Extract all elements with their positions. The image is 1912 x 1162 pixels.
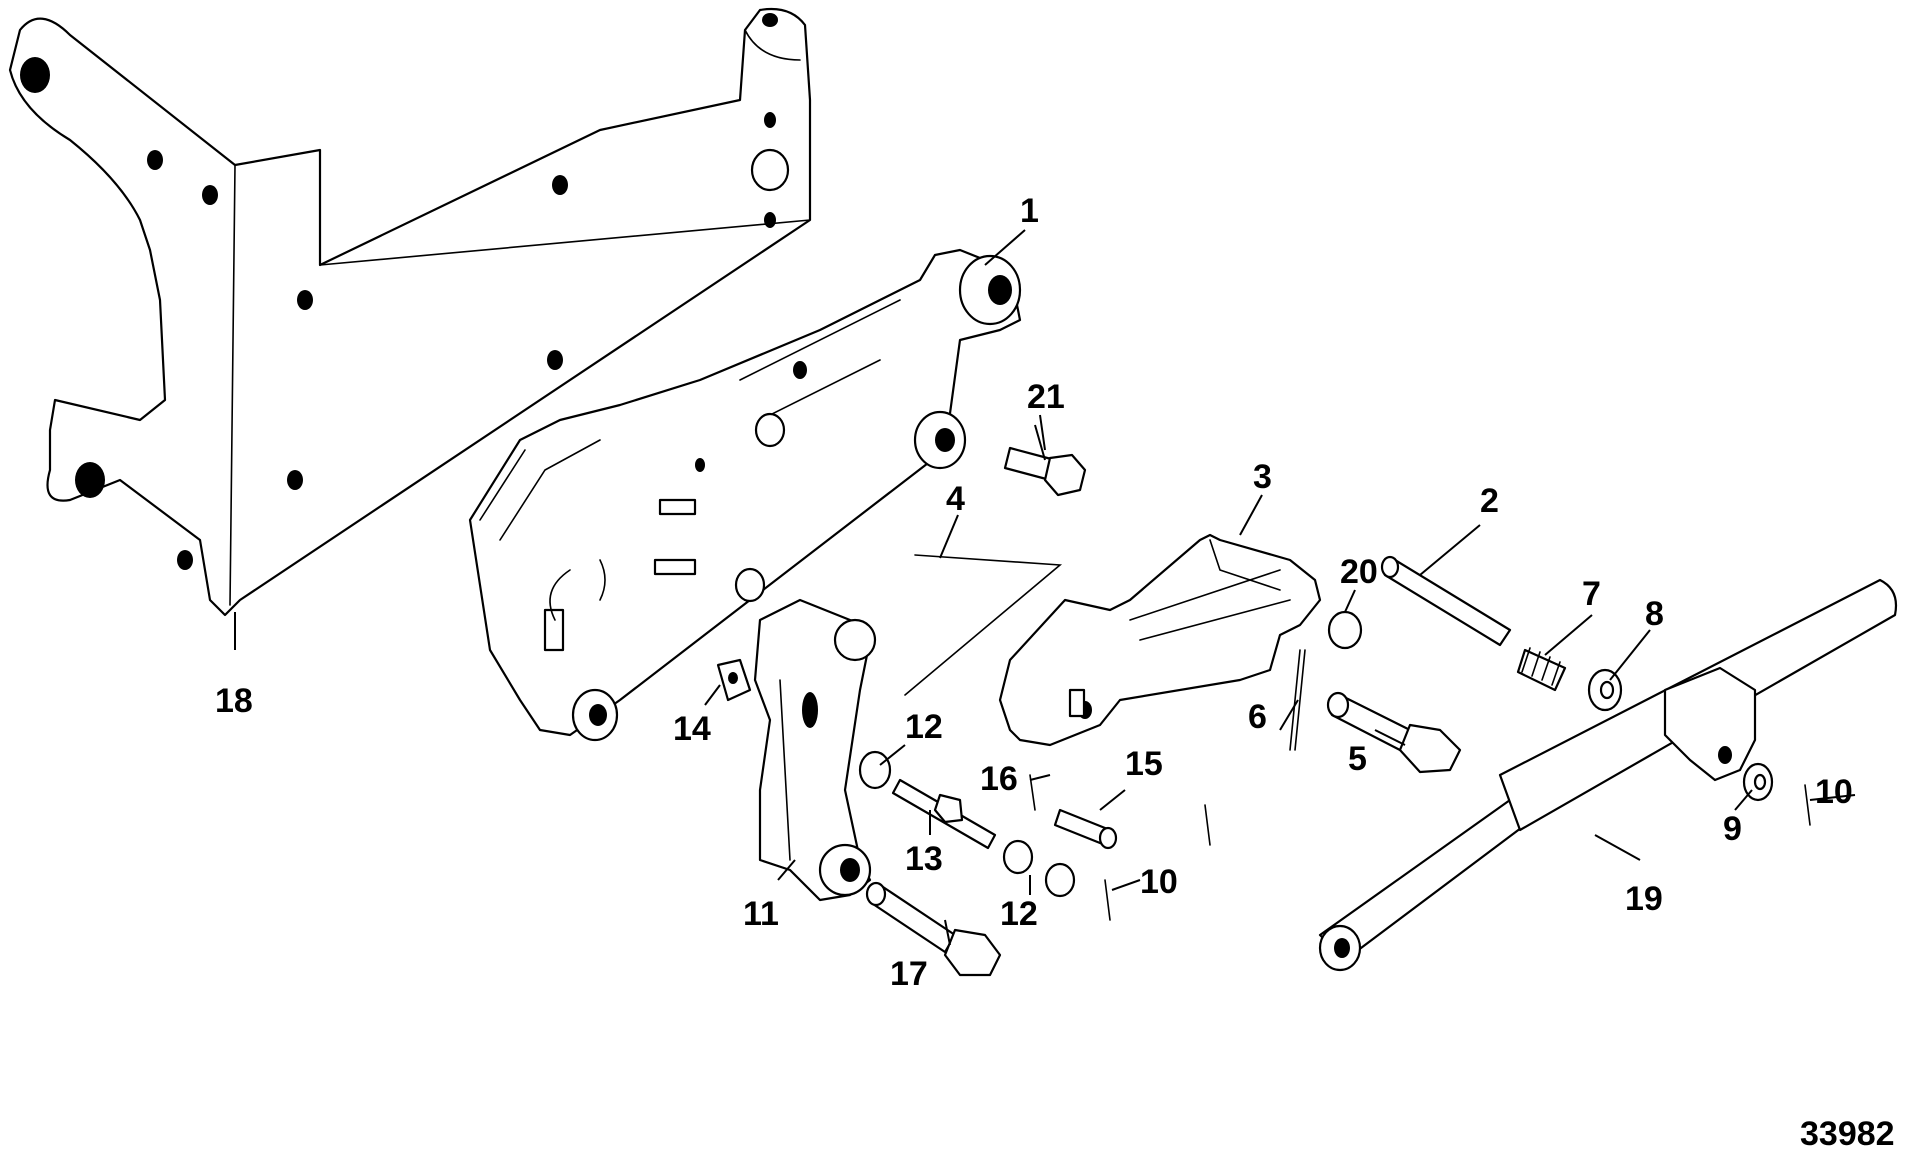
part-2-shaft	[1380, 555, 1512, 647]
part-6-cotter-pin	[1289, 649, 1306, 751]
callout-4: 4	[946, 480, 965, 518]
callout-1: 1	[1020, 192, 1039, 230]
part-12-washer-lower	[1002, 839, 1076, 898]
callout-11: 11	[743, 895, 779, 933]
callout-19: 19	[1625, 880, 1663, 918]
callout-13: 13	[905, 840, 943, 878]
callout-5: 5	[1348, 740, 1367, 778]
figure-number: 33982	[1800, 1115, 1895, 1153]
callout-8: 8	[1645, 595, 1664, 633]
callout-12-lower: 12	[1000, 895, 1038, 933]
callout-6: 6	[1248, 698, 1267, 736]
callout-14: 14	[673, 710, 711, 748]
part-10-cotter-pin-c	[1804, 784, 1811, 826]
callout-10-middle: 10	[1140, 863, 1178, 901]
callout-12-upper: 12	[905, 708, 943, 746]
leader-lines	[234, 229, 1856, 946]
part-17-bolt	[865, 881, 1002, 977]
callout-2: 2	[1480, 482, 1499, 520]
part-7-spring	[1516, 647, 1567, 692]
callout-15: 15	[1125, 745, 1163, 783]
part-15-pin	[1053, 808, 1118, 850]
part-5-bolt	[1326, 691, 1462, 774]
part-1-shift-plate	[468, 248, 1022, 742]
callout-21: 21	[1027, 378, 1065, 416]
part-12-washer-upper	[858, 750, 892, 790]
part-13-stud	[891, 778, 997, 850]
callout-18: 18	[215, 682, 253, 720]
callout-17: 17	[890, 955, 928, 993]
part-10-cotter-pin-a	[1104, 879, 1111, 921]
callout-10-right: 10	[1815, 773, 1853, 811]
part-11-lever	[753, 598, 877, 902]
callout-3: 3	[1253, 458, 1272, 496]
part-3-shift-bracket	[998, 533, 1322, 747]
callout-20: 20	[1340, 553, 1378, 591]
part-18-mounting-bracket	[8, 7, 812, 617]
part-16-cotter-pin	[1029, 774, 1036, 811]
callout-9: 9	[1723, 810, 1742, 848]
part-21-bolt	[1003, 446, 1087, 497]
callout-labels: 1 2 3 4 5 6 7 8 9 10 10 11 12 12 13 14 1…	[215, 192, 1853, 993]
part-14-clip	[716, 658, 752, 702]
part-8-washer	[1587, 668, 1623, 712]
part-20-bushing	[1327, 610, 1363, 650]
part-19-cylinder	[1318, 578, 1898, 972]
part-10-cotter-pin-b	[1204, 804, 1211, 846]
part-4-wire-link	[904, 554, 1063, 696]
callout-16: 16	[980, 760, 1018, 798]
callout-7: 7	[1582, 575, 1601, 613]
